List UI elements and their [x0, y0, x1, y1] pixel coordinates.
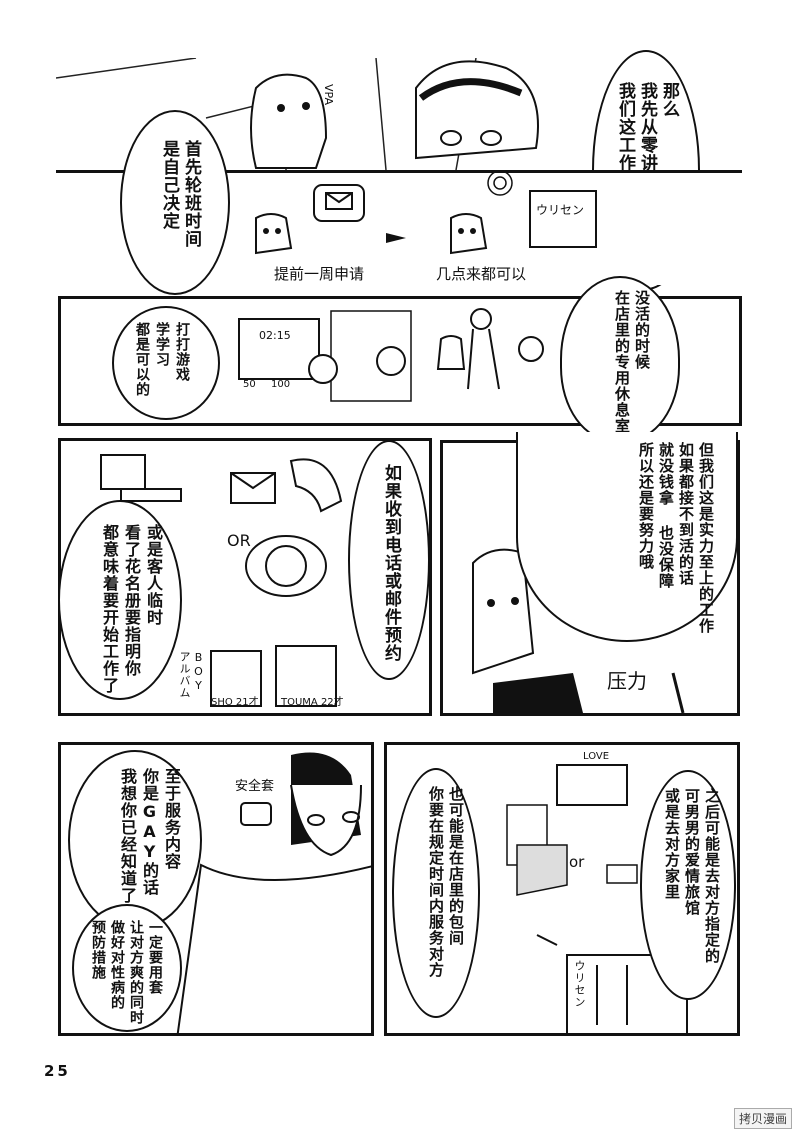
photo-label: SHO 21才	[211, 697, 259, 708]
speech-text: 或是客人临时 看了花名册要指明你 都意味着要开始工作了	[100, 524, 163, 694]
speech-bubble-service: 至于服务内容 你是GAY的话 我想你已经知道了	[68, 750, 202, 930]
or-text: or	[569, 853, 585, 871]
speech-text: 至于服务内容 你是GAY的话 我想你已经知道了	[118, 768, 181, 904]
break-room-sketch	[238, 308, 544, 402]
character-sketch	[472, 548, 685, 713]
character-sketch	[176, 752, 371, 1033]
sign-love: LOVE	[583, 751, 610, 762]
watermark: 拷贝漫画	[733, 1108, 792, 1129]
speech-bubble-booking: 如果收到电话或邮件预约	[348, 440, 430, 680]
speech-text: 如果收到电话或邮件预约	[381, 464, 401, 662]
screen-score: 50	[243, 379, 256, 390]
speech-text: 打打游戏 学学习 都是可以的	[134, 322, 190, 397]
album-label: BOY アルバム	[178, 651, 205, 699]
speech-bubble-pressure: 但我们这是实力至上的工作 如果都接不到活的话 就没钱拿 也没保障 所以还是要努力…	[516, 432, 738, 642]
speech-bubble-shifts: 首先轮班时间 是自己决定	[120, 110, 230, 295]
photo-label: TOUMA 22才	[281, 697, 344, 708]
speech-text: 首先轮班时间 是自己决定	[159, 140, 201, 248]
caption-anytime: 几点来都可以	[436, 265, 527, 283]
speech-bubble-private-room: 也可能是在店里的包间 你要在规定时间内服务对方	[392, 768, 480, 1018]
schedule-diagram	[255, 173, 597, 255]
screen-score: 100	[271, 379, 291, 390]
speech-bubble-love-hotel: 之后可能是去对方指定的 可男男的爱情旅馆 或是去对方家里	[640, 770, 736, 1000]
sign-text: ウリセン	[573, 960, 586, 1008]
caption-apply-week-ahead: 提前一周申请	[274, 265, 365, 283]
speech-text: 一定要用套 让对方爽的同时 做好对性病的 预防措施	[90, 920, 163, 1025]
speech-text: 没活的时候 在店里的专用休息室	[613, 290, 651, 434]
speech-text: 也可能是在店里的包间 你要在规定时间内服务对方	[427, 786, 465, 978]
speech-text: 但我们这是实力至上的工作 如果都接不到活的话 就没钱拿 也没保障 所以还是要努力…	[637, 442, 715, 634]
speech-bubble-games: 打打游戏 学学习 都是可以的	[112, 306, 220, 420]
or-text: OR	[227, 531, 251, 550]
room-sketch	[56, 58, 539, 170]
speech-text: 之后可能是去对方指定的 可男男的爱情旅馆 或是去对方家里	[663, 788, 721, 964]
pressure-stamp: 压力	[607, 669, 647, 693]
condom-label: 安全套	[235, 779, 275, 794]
city-sketch	[506, 764, 688, 1033]
screen-time: 02:15	[259, 329, 291, 342]
sign-text: ウリセン	[536, 203, 585, 217]
speech-bubble-break-room: 没活的时候 在店里的专用休息室	[560, 276, 680, 442]
sign-text: VPA	[321, 84, 335, 105]
speech-bubble-album: 或是客人临时 看了花名册要指明你 都意味着要开始工作了	[58, 500, 182, 700]
booking-sketch	[100, 454, 343, 707]
page-number: 25	[44, 1062, 71, 1080]
speech-bubble-precautions: 一定要用套 让对方爽的同时 做好对性病的 预防措施	[72, 904, 182, 1032]
